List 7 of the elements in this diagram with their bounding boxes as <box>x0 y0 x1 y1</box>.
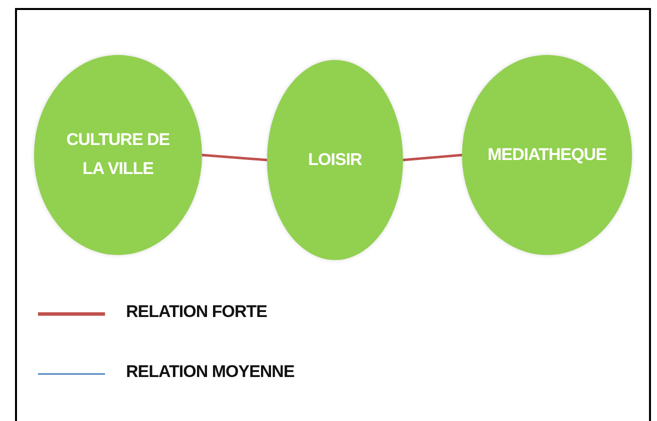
node-label: MEDIATHEQUE <box>488 144 606 166</box>
connector-line <box>402 154 462 162</box>
connector-line <box>202 154 268 162</box>
node-label: CULTURE DE LA VILLE <box>65 129 171 180</box>
legend-label: RELATION MOYENNE <box>126 362 294 382</box>
node-label: LOISIR <box>308 148 362 171</box>
legend-label: RELATION FORTE <box>126 302 267 322</box>
